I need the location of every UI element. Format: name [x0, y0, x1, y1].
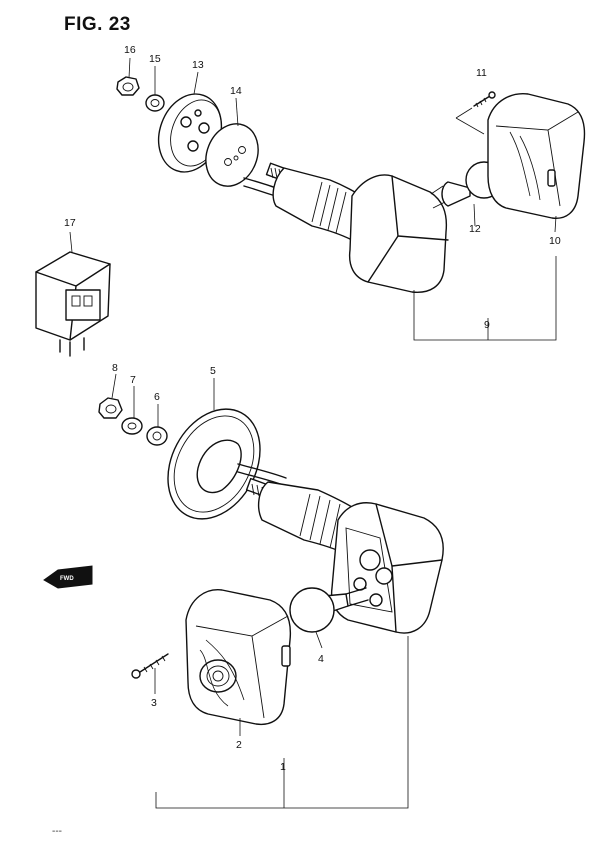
part-15-washer	[145, 94, 165, 112]
callout-8: 8	[112, 362, 118, 374]
part-3-screw	[131, 653, 169, 679]
callout-14: 14	[230, 85, 242, 97]
callout-9: 9	[484, 319, 490, 331]
callout-labels: 16 15 13 14 11 12 10 17 9 8 7 6 5 4 3 2 …	[64, 44, 561, 773]
part-4-bulb	[289, 587, 369, 633]
callout-1: 1	[280, 761, 286, 773]
callout-7: 7	[130, 374, 136, 386]
footer-code: ---	[52, 826, 62, 837]
part-17-relay	[35, 251, 111, 357]
callout-2: 2	[236, 739, 242, 751]
part-11-screw	[455, 91, 496, 135]
callout-12: 12	[469, 223, 481, 235]
callout-5: 5	[210, 365, 216, 377]
callout-3: 3	[151, 697, 157, 709]
callout-16: 16	[124, 44, 136, 56]
fwd-label: FWD	[60, 576, 74, 582]
part-9-turn-signal-assembly	[243, 162, 449, 293]
figure-title: FIG. 23	[64, 14, 131, 35]
part-1-turn-signal-assembly	[237, 463, 444, 634]
leader-lines	[69, 57, 557, 809]
part-13-mount-rubber	[157, 93, 223, 173]
callout-4: 4	[318, 653, 324, 665]
part-6-washer	[146, 426, 168, 446]
part-14-gasket	[205, 123, 259, 187]
part-8-nut	[98, 397, 123, 419]
callout-13: 13	[192, 59, 204, 71]
part-16-nut	[116, 76, 140, 96]
callout-11: 11	[476, 67, 487, 79]
part-10-lens	[487, 93, 586, 219]
fwd-arrow-icon: FWD	[43, 565, 93, 589]
callout-15: 15	[149, 53, 161, 65]
callout-17: 17	[64, 217, 76, 229]
part-5-mount-plate	[167, 408, 261, 520]
callout-10: 10	[549, 235, 561, 247]
callout-6: 6	[154, 391, 160, 403]
part-2-lens	[185, 589, 292, 726]
part-7-washer	[121, 417, 143, 435]
